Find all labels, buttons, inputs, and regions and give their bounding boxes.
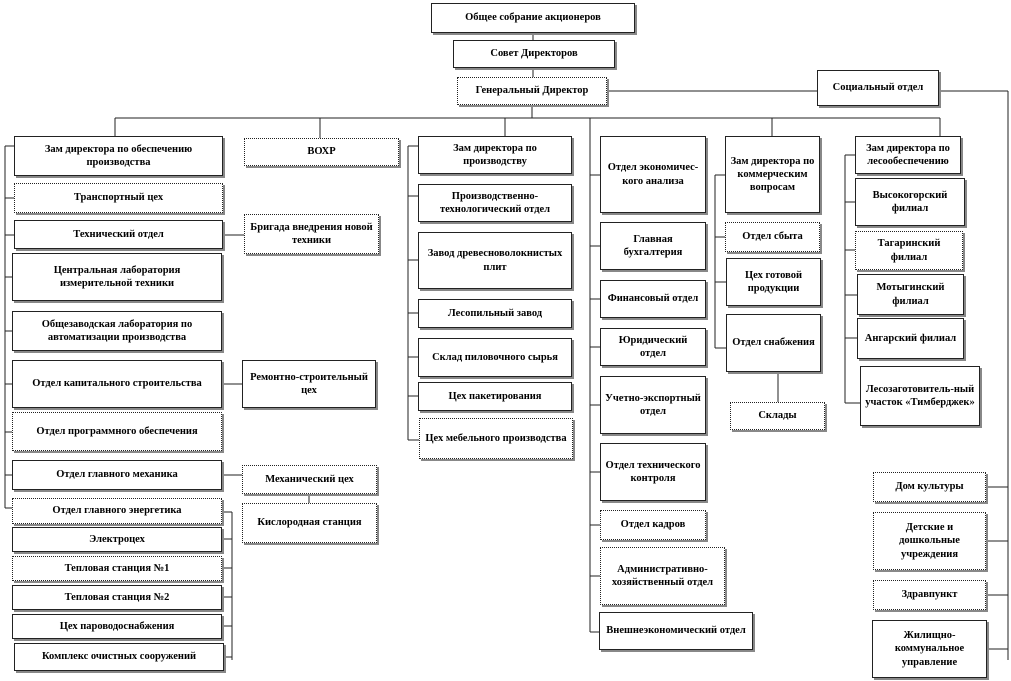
org-unit-box: Центральная лаборатория измерительной те… <box>12 253 222 301</box>
org-unit-box: Лесозаготовитель-ный участок «Тимберджек… <box>860 366 980 426</box>
org-unit-box: Детские и дошкольные учреждения <box>873 512 986 570</box>
org-unit-box: Бригада внедрения новой техники <box>244 214 379 254</box>
org-unit-box: Технический отдел <box>14 220 223 249</box>
org-unit-box: Зам директора по обеспечению производств… <box>14 136 223 176</box>
org-unit-box: Внешнеэкономический отдел <box>599 612 753 650</box>
org-unit-box: Зам директора по лесообеспечению <box>855 136 961 174</box>
org-unit-box: Отдел главного энергетика <box>12 498 222 524</box>
org-unit-box: Отдел капитального строительства <box>12 360 222 408</box>
org-unit-box: Общезаводская лаборатория по автоматизац… <box>12 311 222 351</box>
org-unit-box: Совет Директоров <box>453 40 615 68</box>
org-unit-box: Электроцех <box>12 527 222 552</box>
org-unit-box: Транспортный цех <box>14 183 223 213</box>
org-unit-box: Юридический отдел <box>600 328 706 366</box>
org-unit-box: Финансовый отдел <box>600 280 706 318</box>
org-unit-box: Цех мебельного производства <box>419 418 573 459</box>
org-unit-box: Ремонтно-строительный цех <box>242 360 376 408</box>
org-unit-box: Цех пароводоснабжения <box>12 614 222 639</box>
org-unit-box: Административно-хозяйственный отдел <box>600 547 725 605</box>
org-unit-box: Завод древесноволокнистых плит <box>418 232 572 289</box>
org-unit-box: Здравпункт <box>873 580 986 610</box>
org-unit-box: Тагаринский филиал <box>855 231 963 270</box>
org-unit-box: Отдел кадров <box>600 510 706 540</box>
org-unit-box: Отдел технического контроля <box>600 443 706 501</box>
org-unit-box: Общее собрание акционеров <box>431 3 635 33</box>
org-unit-box: Зам директора по коммерческим вопросам <box>725 136 820 213</box>
org-unit-box: Генеральный Директор <box>457 77 607 105</box>
org-unit-box: Отдел главного механика <box>12 460 222 490</box>
org-unit-box: Тепловая станция №2 <box>12 585 222 610</box>
org-unit-box: Лесопильный завод <box>418 299 572 328</box>
org-unit-box: Склады <box>730 402 825 430</box>
org-unit-box: Цех готовой продукции <box>726 258 821 306</box>
org-unit-box: Цех пакетирования <box>418 382 572 411</box>
org-unit-box: Отдел сбыта <box>725 222 820 252</box>
org-unit-box: Комплекс очистных сооружений <box>14 643 224 671</box>
org-unit-box: Учетно-экспортный отдел <box>600 376 706 434</box>
org-unit-box: Высокогорский филиал <box>855 178 965 226</box>
org-unit-box: Жилищно-коммунальное управление <box>872 620 987 678</box>
org-unit-box: Ангарский филиал <box>857 318 964 359</box>
org-unit-box: Механический цех <box>242 465 377 494</box>
org-unit-box: Отдел экономичес-кого анализа <box>600 136 706 213</box>
org-unit-box: Социальный отдел <box>817 70 939 106</box>
org-unit-box: Отдел снабжения <box>726 314 821 372</box>
org-unit-box: Склад пиловочного сырья <box>418 338 572 377</box>
org-unit-box: Главная бухгалтерия <box>600 222 706 270</box>
org-unit-box: Зам директора по производству <box>418 136 572 174</box>
org-unit-box: Производственно-технологический отдел <box>418 184 572 222</box>
org-unit-box: Тепловая станция №1 <box>12 556 222 581</box>
org-unit-box: Дом культуры <box>873 472 986 502</box>
org-unit-box: Кислородная станция <box>242 503 377 543</box>
org-unit-box: Мотыгинский филиал <box>857 274 964 315</box>
org-unit-box: Отдел программного обеспечения <box>12 412 222 451</box>
org-unit-box: ВОХР <box>244 138 399 166</box>
